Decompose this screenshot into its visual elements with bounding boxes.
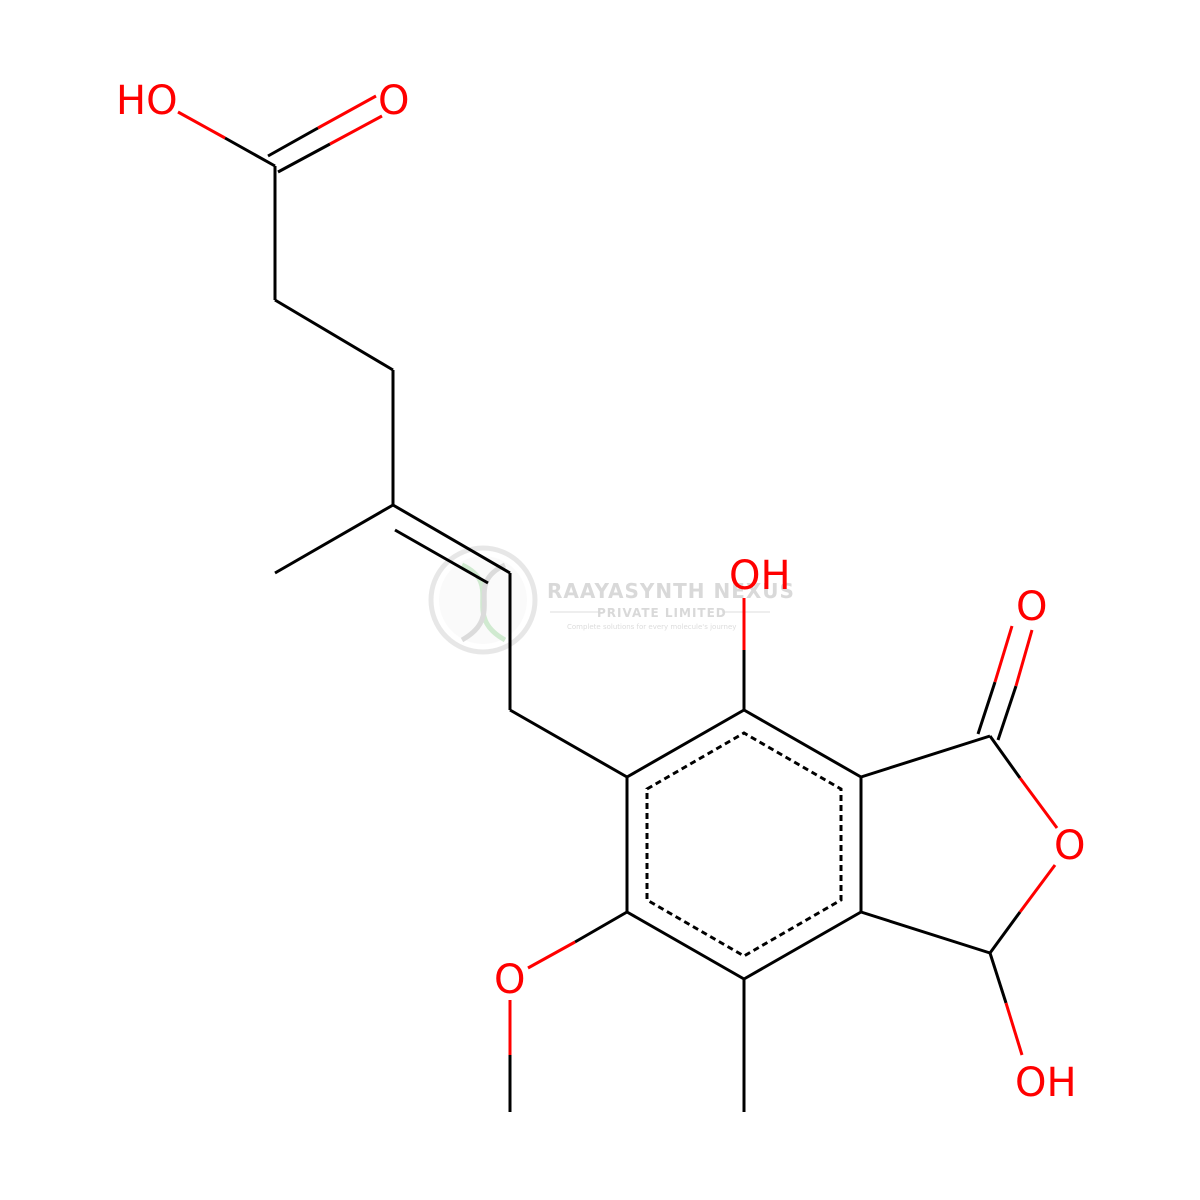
- watermark-logo-icon: [428, 545, 538, 655]
- watermark: RAAYASYNTH NEXUS PRIVATE LIMITED Complet…: [428, 545, 795, 655]
- side-chain: [273, 166, 628, 779]
- watermark-title: RAAYASYNTH NEXUS: [547, 579, 795, 603]
- benzene-ring: [625, 708, 863, 981]
- atom-labels: HO O OH O O O OH: [116, 78, 1085, 1106]
- carboxylic-acid-group: [177, 94, 383, 174]
- atom-label-methoxy-oxygen: O: [494, 957, 525, 1003]
- watermark-tagline: Complete solutions for every molecule's …: [567, 623, 736, 631]
- lactone-ring: [860, 625, 1059, 1056]
- atom-label-hemiacetal-hydroxyl: OH: [1015, 1060, 1077, 1106]
- watermark-subtitle: PRIVATE LIMITED: [597, 606, 727, 620]
- atom-label-lactone-carbonyl-oxygen: O: [1016, 584, 1047, 630]
- atom-label-ring-oxygen: O: [1054, 823, 1085, 869]
- atom-label-acid-carbonyl-oxygen: O: [378, 78, 409, 124]
- atom-label-acid-hydroxyl: HO: [116, 78, 178, 124]
- ring-substituents: [508, 598, 746, 1112]
- atom-label-phenol-hydroxyl: OH: [729, 553, 791, 599]
